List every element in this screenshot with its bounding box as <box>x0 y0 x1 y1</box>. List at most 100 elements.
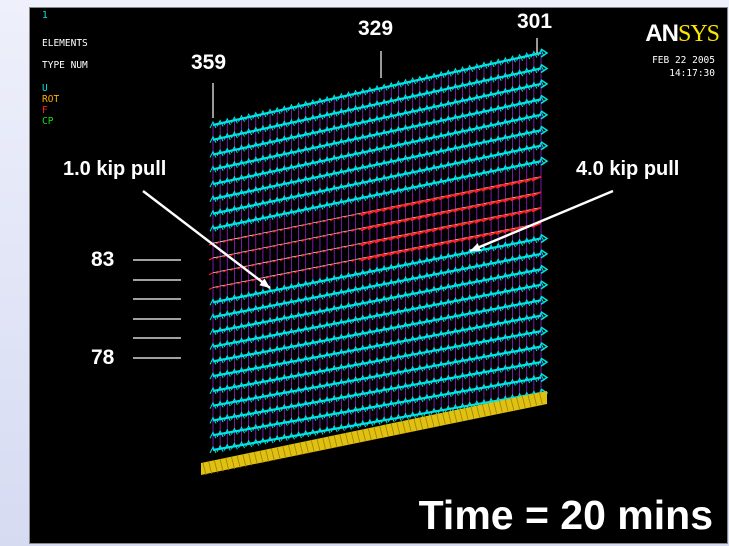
displacement-symbol <box>252 438 260 446</box>
support-hatch <box>271 448 275 461</box>
displacement-symbol <box>295 386 303 394</box>
force-symbol <box>287 226 292 230</box>
support-hatch <box>339 434 344 447</box>
displacement-symbol <box>266 361 274 369</box>
displacement-symbol <box>345 151 352 159</box>
displacement-symbol <box>523 67 531 75</box>
displacement-symbol <box>323 140 331 149</box>
support-hatch <box>442 412 446 425</box>
displacement-symbol <box>530 81 538 89</box>
displacement-symbol <box>423 271 431 280</box>
displacement-symbol <box>223 132 231 140</box>
force-symbol <box>374 253 385 259</box>
displacement-symbol <box>430 133 438 141</box>
support-hatch <box>373 426 378 440</box>
displacement-symbol <box>416 75 424 83</box>
displacement-symbol <box>480 337 488 345</box>
force-symbol <box>367 209 378 215</box>
displacement-symbol <box>366 297 374 306</box>
support-hatch <box>385 424 389 437</box>
displacement-symbol <box>238 366 245 375</box>
support-hatch <box>464 407 469 420</box>
displacement-symbol <box>509 347 516 355</box>
displacement-symbol <box>252 379 260 387</box>
displacement-symbol <box>352 360 360 369</box>
displacement-symbol <box>494 242 502 251</box>
displacement-symbol <box>416 166 424 175</box>
force-symbol <box>351 213 356 217</box>
graphics-viewport[interactable]: 1 ELEMENTS TYPE NUM U ROT F CP ANSYS FEB… <box>29 7 728 544</box>
pull-arrow-left <box>142 190 271 289</box>
displacement-symbol <box>487 59 495 68</box>
displacement-symbol <box>287 342 295 350</box>
displacement-symbol <box>540 141 549 151</box>
displacement-symbol <box>309 128 317 137</box>
displacement-symbol <box>516 161 524 169</box>
support-hatch <box>367 428 372 441</box>
displacement-symbol <box>451 357 459 366</box>
displacement-symbol <box>323 275 331 284</box>
displacement-symbol <box>373 387 381 395</box>
displacement-symbol <box>230 131 238 139</box>
force-symbol <box>258 232 264 236</box>
displacement-symbol <box>494 104 502 112</box>
displacement-symbol <box>444 328 452 337</box>
support-hatch <box>481 404 486 417</box>
displacement-symbol <box>494 119 502 128</box>
displacement-symbol <box>402 321 409 329</box>
force-symbol <box>481 231 492 238</box>
displacement-symbol <box>266 123 274 131</box>
displacement-symbol <box>530 359 538 367</box>
displacement-symbol <box>509 332 516 340</box>
displacement-symbol <box>473 277 481 285</box>
support-hatch <box>356 430 361 443</box>
displacement-symbol <box>466 79 474 88</box>
displacement-symbol <box>252 156 260 164</box>
displacement-symbol <box>437 177 445 185</box>
displacement-symbol <box>245 409 253 418</box>
displacement-symbol <box>540 280 549 290</box>
force-symbol <box>403 217 414 223</box>
force-symbol <box>517 178 528 185</box>
displacement-symbol <box>487 136 495 144</box>
displacement-symbol <box>266 301 274 310</box>
displacement-symbol <box>359 389 367 398</box>
displacement-symbol <box>295 176 303 185</box>
displacement-symbol <box>216 385 224 393</box>
displacement-symbol <box>273 151 281 159</box>
displacement-symbol <box>216 178 224 186</box>
element-row <box>212 237 542 304</box>
force-symbol <box>308 252 314 256</box>
displacement-symbol <box>466 156 474 164</box>
displacement-symbol <box>366 403 374 411</box>
displacement-symbol <box>345 347 352 355</box>
displacement-symbol <box>302 384 310 393</box>
displacement-symbol <box>402 275 409 284</box>
displacement-symbol <box>509 316 516 325</box>
displacement-symbol <box>259 377 267 386</box>
displacement-symbol <box>266 346 274 354</box>
displacement-symbol <box>523 237 531 245</box>
displacement-symbol <box>302 399 310 408</box>
displacement-symbol <box>451 373 459 381</box>
displacement-symbol <box>494 334 502 343</box>
displacement-symbol <box>273 419 281 428</box>
element-row <box>212 144 542 215</box>
displacement-symbol <box>409 77 417 85</box>
displacement-symbol <box>230 397 238 406</box>
displacement-symbol <box>473 139 481 147</box>
displacement-symbol <box>280 373 288 382</box>
displacement-symbol <box>416 333 424 342</box>
displacement-symbol <box>230 338 238 346</box>
displacement-symbol <box>352 179 360 188</box>
displacement-symbol <box>302 115 310 123</box>
element-row <box>212 129 542 200</box>
displacement-symbol <box>487 305 495 313</box>
displacement-symbol <box>494 273 502 281</box>
displacement-symbol <box>501 272 509 280</box>
displacement-symbol <box>337 348 345 356</box>
displacement-symbol <box>402 412 409 420</box>
legend-f: F <box>42 105 48 116</box>
displacement-symbol <box>430 102 438 111</box>
displacement-symbol <box>387 339 395 347</box>
